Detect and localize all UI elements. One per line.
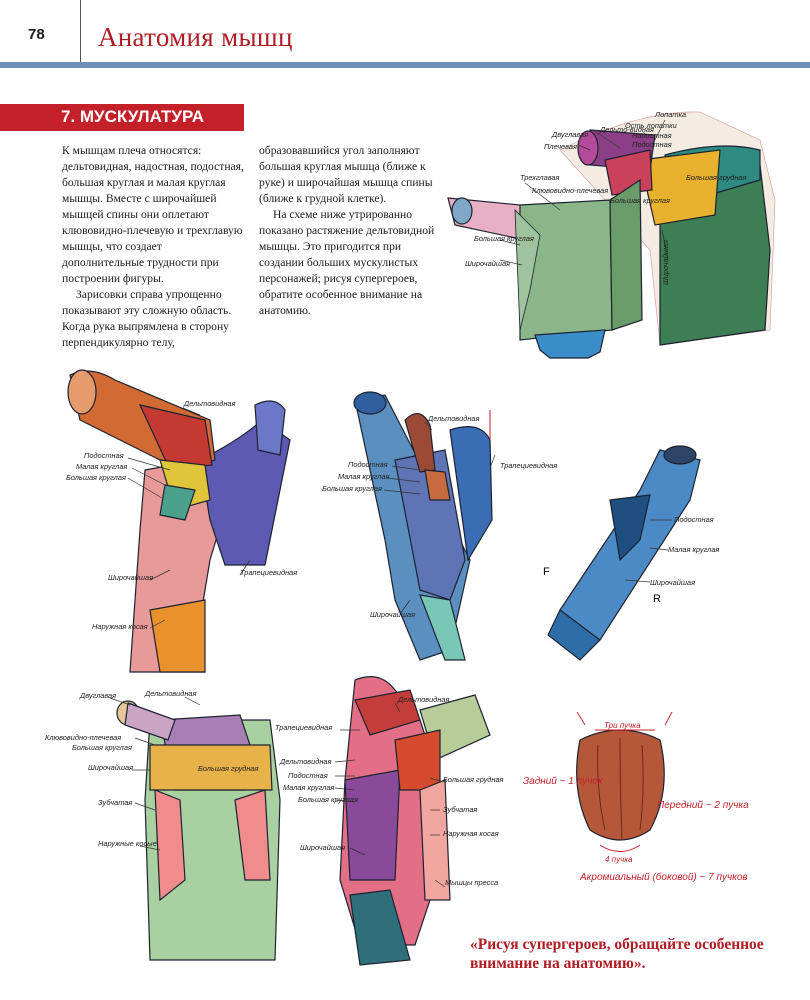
label: Трапециевидная — [500, 461, 557, 470]
figure-back-center: Дельтовидная Подостная Малая круглая Бол… — [322, 391, 557, 661]
label: Широчайшая — [108, 573, 153, 582]
header-rule — [0, 62, 810, 68]
label: Большая грудная — [443, 775, 504, 784]
label: Большая круглая — [322, 484, 382, 493]
label: Малая круглая — [76, 462, 127, 471]
label: Задний ~ 1 пучок — [523, 776, 604, 787]
label: Двуглавая — [79, 691, 116, 700]
label: Широчайшая — [88, 763, 133, 772]
body-column-1: К мышцам плеча относятся: дельтовидная, … — [62, 143, 246, 351]
figure-back-left: Дельтовидная Подостная Малая круглая Бол… — [66, 369, 297, 673]
label: Дельтовидная — [144, 689, 197, 698]
body-column-2: образовавшийся угол заполняют большая кр… — [259, 143, 443, 319]
label: F — [543, 566, 550, 578]
label: Дельтовидная — [279, 757, 332, 766]
label: Малая круглая — [338, 472, 389, 481]
label: Большая круглая — [72, 743, 132, 752]
label: Клювовидно-плечевая — [532, 186, 608, 195]
label: Наружные косые — [98, 839, 157, 848]
figure-torso-block: Лопатка Двуглавая Дельто-видная Плечевая… — [447, 110, 776, 359]
pull-quote: «Рисуя супергероев, обращайте особенное … — [470, 936, 764, 972]
label: Мышцы пресса — [445, 878, 498, 887]
paragraph: На схеме ниже утрированно показано растя… — [259, 208, 435, 317]
label: Лопатка — [654, 110, 686, 119]
label: Дельто-видная — [599, 125, 654, 134]
label: Большая грудная — [686, 173, 747, 182]
label: Трапециевидная — [240, 568, 297, 577]
figure-chest-front: Двуглавая Дельтовидная Клювовидно-плечев… — [45, 689, 281, 961]
figure-torso-side: Трапециевидная Дельтовидная Дельтовидная… — [275, 676, 504, 966]
paragraph: Зарисовки справа упрощенно показывают эт… — [62, 288, 232, 349]
label: Широчайшая — [370, 610, 415, 619]
label: Подостная — [674, 515, 714, 524]
label: Большая грудная — [198, 764, 259, 773]
label: Трехглавая — [520, 173, 560, 182]
figure-arm-block: Подостная Малая круглая Широчайшая F R — [543, 445, 719, 661]
paragraph: К мышцам плеча относятся: дельтовидная, … — [62, 144, 244, 285]
label: Широчайшая — [300, 843, 345, 852]
label: Зубчатая — [98, 798, 132, 807]
label: Три пучка — [604, 721, 641, 730]
label: Плечевая — [544, 142, 577, 151]
label: Акромиальный (боковой) ~ 7 пучков — [579, 871, 748, 883]
header-divider — [80, 0, 81, 68]
label: Большая круглая — [66, 473, 126, 482]
label: Клювовидно-плечевая — [45, 733, 121, 742]
page-title: Анатомия мышц — [98, 22, 293, 52]
label: Широчайшая — [661, 240, 670, 285]
page-number: 78 — [28, 26, 45, 43]
label: Большая круглая — [610, 196, 670, 205]
label: Дельтовидная — [183, 399, 236, 408]
section-banner: 7. МУСКУЛАТУРА — [0, 104, 244, 131]
paragraph: образовавшийся угол заполняют большая кр… — [259, 144, 433, 205]
label: R — [653, 593, 661, 605]
label: Ость лопатки — [625, 121, 677, 130]
label: Передний ~ 2 пучка — [657, 800, 749, 811]
label: Широчайшая — [465, 259, 510, 268]
label: Подостная — [288, 771, 328, 780]
label: Наружная косая — [92, 622, 148, 631]
label: Подостная — [84, 451, 124, 460]
label: Трапециевидная — [275, 723, 332, 732]
label: Наружная косая — [443, 829, 499, 838]
label: Надостная — [632, 131, 672, 140]
label: Малая круглая — [668, 545, 719, 554]
label: 4 пучка — [605, 855, 633, 864]
label: Большая круглая — [474, 234, 534, 243]
label: Зубчатая — [443, 805, 477, 814]
figure-deltoid-bundles: Три пучка Задний ~ 1 пучок Передний ~ 2 … — [523, 711, 749, 883]
label: Подостная — [348, 460, 388, 469]
label: Большая круглая — [298, 795, 358, 804]
label: Подостная — [632, 140, 672, 149]
label: Малая круглая — [283, 783, 334, 792]
label: Широчайшая — [650, 578, 695, 587]
label: Дельтовидная — [427, 414, 480, 423]
label: Дельтовидная — [397, 695, 450, 704]
label: Двуглавая — [551, 130, 588, 139]
section-title: 7. МУСКУЛАТУРА — [61, 107, 205, 126]
